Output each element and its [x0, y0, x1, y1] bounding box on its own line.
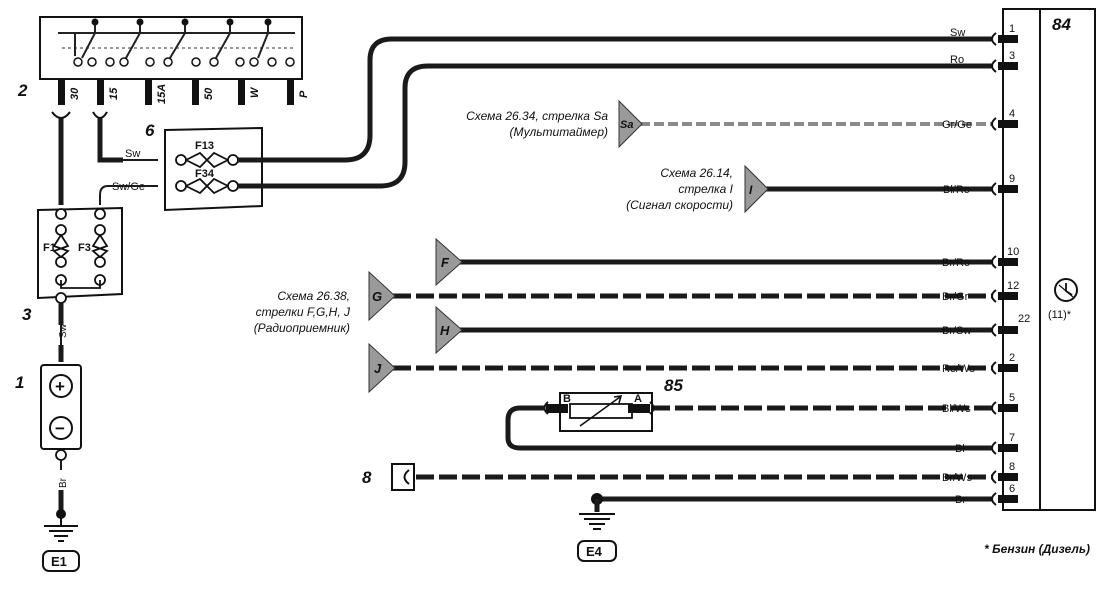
wire-label-sw-f1: Sw — [58, 323, 69, 338]
pin-number: 9 — [1009, 173, 1015, 185]
label-6: 6 — [145, 121, 155, 140]
label-f3: F3 — [78, 242, 91, 254]
wire-label: Br/Sw — [942, 325, 971, 337]
clock-icon — [1054, 278, 1078, 302]
ref-i-line3: (Сигнал скорости) — [626, 198, 733, 212]
ignition-switch: 30 15 15A 50 W P — [39, 16, 310, 105]
component-84 — [1002, 8, 1096, 511]
pin-number: 22 — [1018, 313, 1030, 325]
wire-label: Gr/Ge — [942, 119, 972, 131]
label-2: 2 — [17, 81, 28, 100]
wire-label: Sw — [950, 27, 965, 39]
arrow-j-icon — [368, 342, 396, 394]
arrow-i-icon — [744, 164, 769, 214]
pin-number: 10 — [1007, 246, 1019, 258]
wire-label: Bl — [955, 443, 965, 455]
pin-number: 3 — [1009, 50, 1015, 62]
arrow-sa-icon — [618, 99, 643, 149]
arrow-f-letter: F — [441, 255, 450, 270]
label-1: 1 — [15, 373, 24, 392]
connector-85-b: B — [563, 393, 571, 405]
ref-radio-line1: Схема 26.38, — [277, 289, 350, 303]
arrow-h-letter: H — [440, 323, 450, 338]
arrow-g-icon — [368, 270, 396, 322]
label-85: 85 — [664, 376, 683, 395]
pin-number: 4 — [1009, 108, 1015, 120]
ground-e4-label: E4 — [586, 544, 603, 559]
battery-plus-icon: + — [55, 377, 65, 396]
battery: + − — [40, 364, 82, 450]
fuse-f13 — [175, 151, 239, 169]
ground-e4-icon — [579, 513, 615, 530]
terminal-15a: 15A — [156, 84, 168, 104]
arrow-i-letter: I — [749, 183, 753, 197]
pin-number: 7 — [1009, 432, 1015, 444]
footnote: * Бензин (Дизель) — [984, 542, 1090, 556]
battery-minus-icon: − — [55, 419, 65, 438]
label-f34: F34 — [195, 168, 215, 180]
arrow-f-icon — [435, 237, 463, 287]
terminal-w: W — [249, 86, 261, 98]
connector-85-a: A — [634, 393, 642, 405]
fuse-f1 — [52, 208, 70, 286]
component-8 — [391, 463, 415, 491]
wire-label: Bl/Ro — [943, 184, 970, 196]
wire-label: Br/Ws — [942, 472, 972, 484]
pin-stubs — [998, 35, 1018, 503]
ref-i-line2: стрелка I — [678, 182, 733, 196]
fuse-box-6: F13 F34 — [164, 126, 263, 212]
terminal-p: P — [298, 90, 310, 98]
ground-e1-icon — [44, 514, 78, 542]
arrow-h-icon — [435, 305, 463, 355]
pin-number: 8 — [1009, 461, 1015, 473]
arrow-sa-letter: Sa — [620, 119, 633, 131]
fuse-box-3: F1 F3 — [37, 206, 123, 300]
wire-label: Br/Ro — [942, 257, 970, 269]
wire-label-br-batt: Br — [58, 477, 69, 488]
ref-radio-line3: (Радиоприемник) — [254, 321, 350, 335]
wire-label: Bl/Ws — [942, 403, 971, 415]
terminal-50: 50 — [203, 87, 215, 100]
wire-label: Ro/Ws — [942, 363, 976, 375]
label-8: 8 — [362, 468, 372, 487]
ground-e1-label: E1 — [51, 554, 67, 569]
terminal-30: 30 — [69, 87, 81, 100]
wire-label-sw-left: Sw — [125, 148, 140, 160]
ref-i-line1: Схема 26.14, — [660, 166, 733, 180]
label-84: 84 — [1052, 15, 1071, 34]
ref-radio-line2: стрелки F,G,H, J — [256, 305, 351, 319]
pin-number: 12 — [1007, 280, 1019, 292]
arrow-j-letter: J — [374, 361, 382, 376]
terminal-15: 15 — [108, 87, 120, 100]
wire-label: Br — [955, 494, 966, 506]
gauge-note: (11)* — [1048, 309, 1072, 321]
component-85: B A — [543, 392, 655, 432]
label-f1: F1 — [43, 242, 56, 254]
wire-label: Ro — [950, 54, 964, 66]
arrow-g-letter: G — [372, 289, 382, 304]
pin-number: 6 — [1009, 483, 1015, 495]
label-3: 3 — [22, 305, 32, 324]
ref-sa-line2: (Мультитаймер) — [509, 125, 608, 139]
label-f13: F13 — [195, 140, 214, 152]
ref-sa-line1: Схема 26.34, стрелка Sa — [466, 109, 608, 123]
pin-number: 1 — [1009, 23, 1015, 35]
wire-label: Br/Gr — [942, 291, 969, 303]
pin-number: 2 — [1009, 352, 1015, 364]
pin-number: 5 — [1009, 392, 1015, 404]
